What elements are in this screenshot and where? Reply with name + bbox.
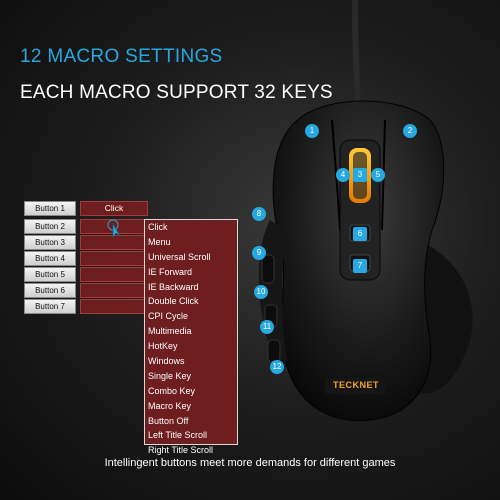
brand-logo: TECKNET [333,380,379,390]
marker-12: 12 [270,360,284,374]
marker-8: 8 [252,207,266,221]
marker-1: 1 [305,124,319,138]
menu-item-multimedia[interactable]: Multimedia [148,326,192,337]
button-5-label[interactable]: Button 5 [24,267,76,282]
menu-item-windows[interactable]: Windows [148,356,185,367]
menu-item-double-click[interactable]: Double Click [148,296,199,307]
button-7-value[interactable] [80,299,148,314]
button-2-label[interactable]: Button 2 [24,219,76,234]
menu-item-combo-key[interactable]: Combo Key [148,385,196,396]
marker-3: 3 [353,168,367,182]
marker-10: 10 [254,285,268,299]
menu-item-button-off[interactable]: Button Off [148,415,189,426]
menu-item-ie-backward[interactable]: IE Backward [148,281,199,292]
menu-item-left-title-scroll[interactable]: Left Title Scroll [148,430,208,441]
button-6-value[interactable] [80,283,148,298]
menu-item-macro-key[interactable]: Macro Key [148,400,192,411]
action-dropdown-menu: Click Menu Universal Scroll IE Forward I… [144,219,238,455]
menu-item-menu[interactable]: Menu [148,236,171,247]
button-6-label[interactable]: Button 6 [24,283,76,298]
button-3-label[interactable]: Button 3 [24,235,76,250]
menu-item-ie-forward[interactable]: IE Forward [148,266,193,277]
menu-item-cpi-cycle[interactable]: CPI Cycle [148,311,189,322]
pointer-cursor-icon [107,219,121,238]
button-1-label[interactable]: Button 1 [24,201,76,216]
headline-title: 12 MACRO SETTINGS [20,46,223,67]
button-4-label[interactable]: Button 4 [24,251,76,266]
marker-6: 6 [353,227,367,241]
menu-item-right-title-scroll[interactable]: Right Title Scroll [148,445,214,456]
button-5-value[interactable] [80,267,148,282]
marker-7: 7 [353,259,367,273]
menu-item-hotkey[interactable]: HotKey [148,341,178,352]
menu-item-universal-scroll[interactable]: Universal Scroll [148,251,211,262]
button-4-value[interactable] [80,251,148,266]
marker-2: 2 [403,124,417,138]
marker-11: 11 [260,320,274,334]
marker-5: 5 [371,168,385,182]
marker-9: 9 [252,246,266,260]
footer-caption: Intellingent buttons meet more demands f… [104,457,396,469]
menu-item-single-key[interactable]: Single Key [148,370,192,381]
menu-item-click[interactable]: Click [148,222,168,232]
button-7-label[interactable]: Button 7 [24,299,76,314]
marker-4: 4 [336,168,350,182]
button-1-value[interactable]: Click [80,201,148,216]
headline-subtitle: EACH MACRO SUPPORT 32 KEYS [20,82,333,103]
